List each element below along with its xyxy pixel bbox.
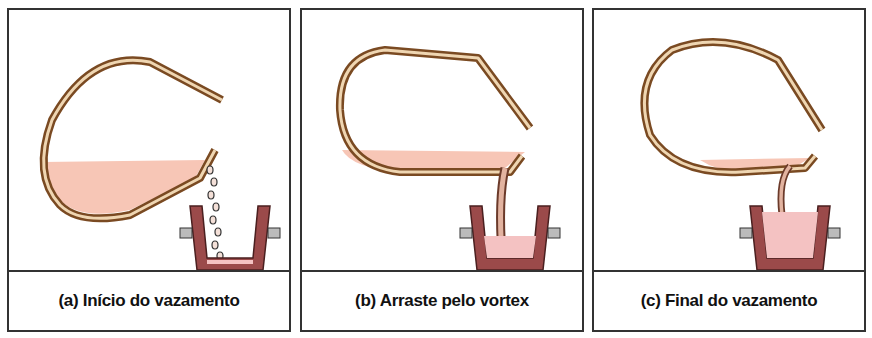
caption-strip: (b) Arraste pelo vortex <box>302 270 582 330</box>
metal-stream <box>781 166 790 215</box>
metal-stream <box>781 166 790 215</box>
panel-c-drawing <box>644 42 840 270</box>
panel-caption: (a) Início do vazamento <box>58 291 239 311</box>
metal-droplets <box>207 166 223 260</box>
ladle-shell <box>644 42 822 172</box>
figure-panel: (b) Arraste pelo vortex <box>300 8 584 332</box>
mold-clamp <box>460 228 472 238</box>
mold-metal <box>484 236 536 258</box>
figure-panel: (a) Início do vazamento <box>7 8 291 332</box>
panel-a-drawing <box>42 60 280 270</box>
ladle-lining <box>340 50 530 172</box>
mold-clamp <box>828 228 840 238</box>
mold-metal <box>207 260 253 264</box>
ladle-lining <box>644 42 822 172</box>
figure-panel: (c) Final do vazamento <box>592 8 866 332</box>
ladle-shell <box>44 60 222 218</box>
caption-strip: (c) Final do vazamento <box>594 270 864 330</box>
mold-metal <box>762 212 818 258</box>
ladle-shell <box>340 50 530 172</box>
panel-b-drawing <box>340 50 560 270</box>
mold-clamp <box>740 228 752 238</box>
panel-caption: (c) Final do vazamento <box>641 291 818 311</box>
mold <box>190 206 270 270</box>
mold <box>750 206 830 270</box>
mold-clamp <box>180 228 192 238</box>
mold <box>470 206 550 270</box>
mold-clamp <box>548 228 560 238</box>
panel-caption: (b) Arraste pelo vortex <box>355 291 529 311</box>
ladle-lining <box>44 60 222 218</box>
mold-clamp <box>268 228 280 238</box>
caption-strip: (a) Início do vazamento <box>9 270 289 330</box>
